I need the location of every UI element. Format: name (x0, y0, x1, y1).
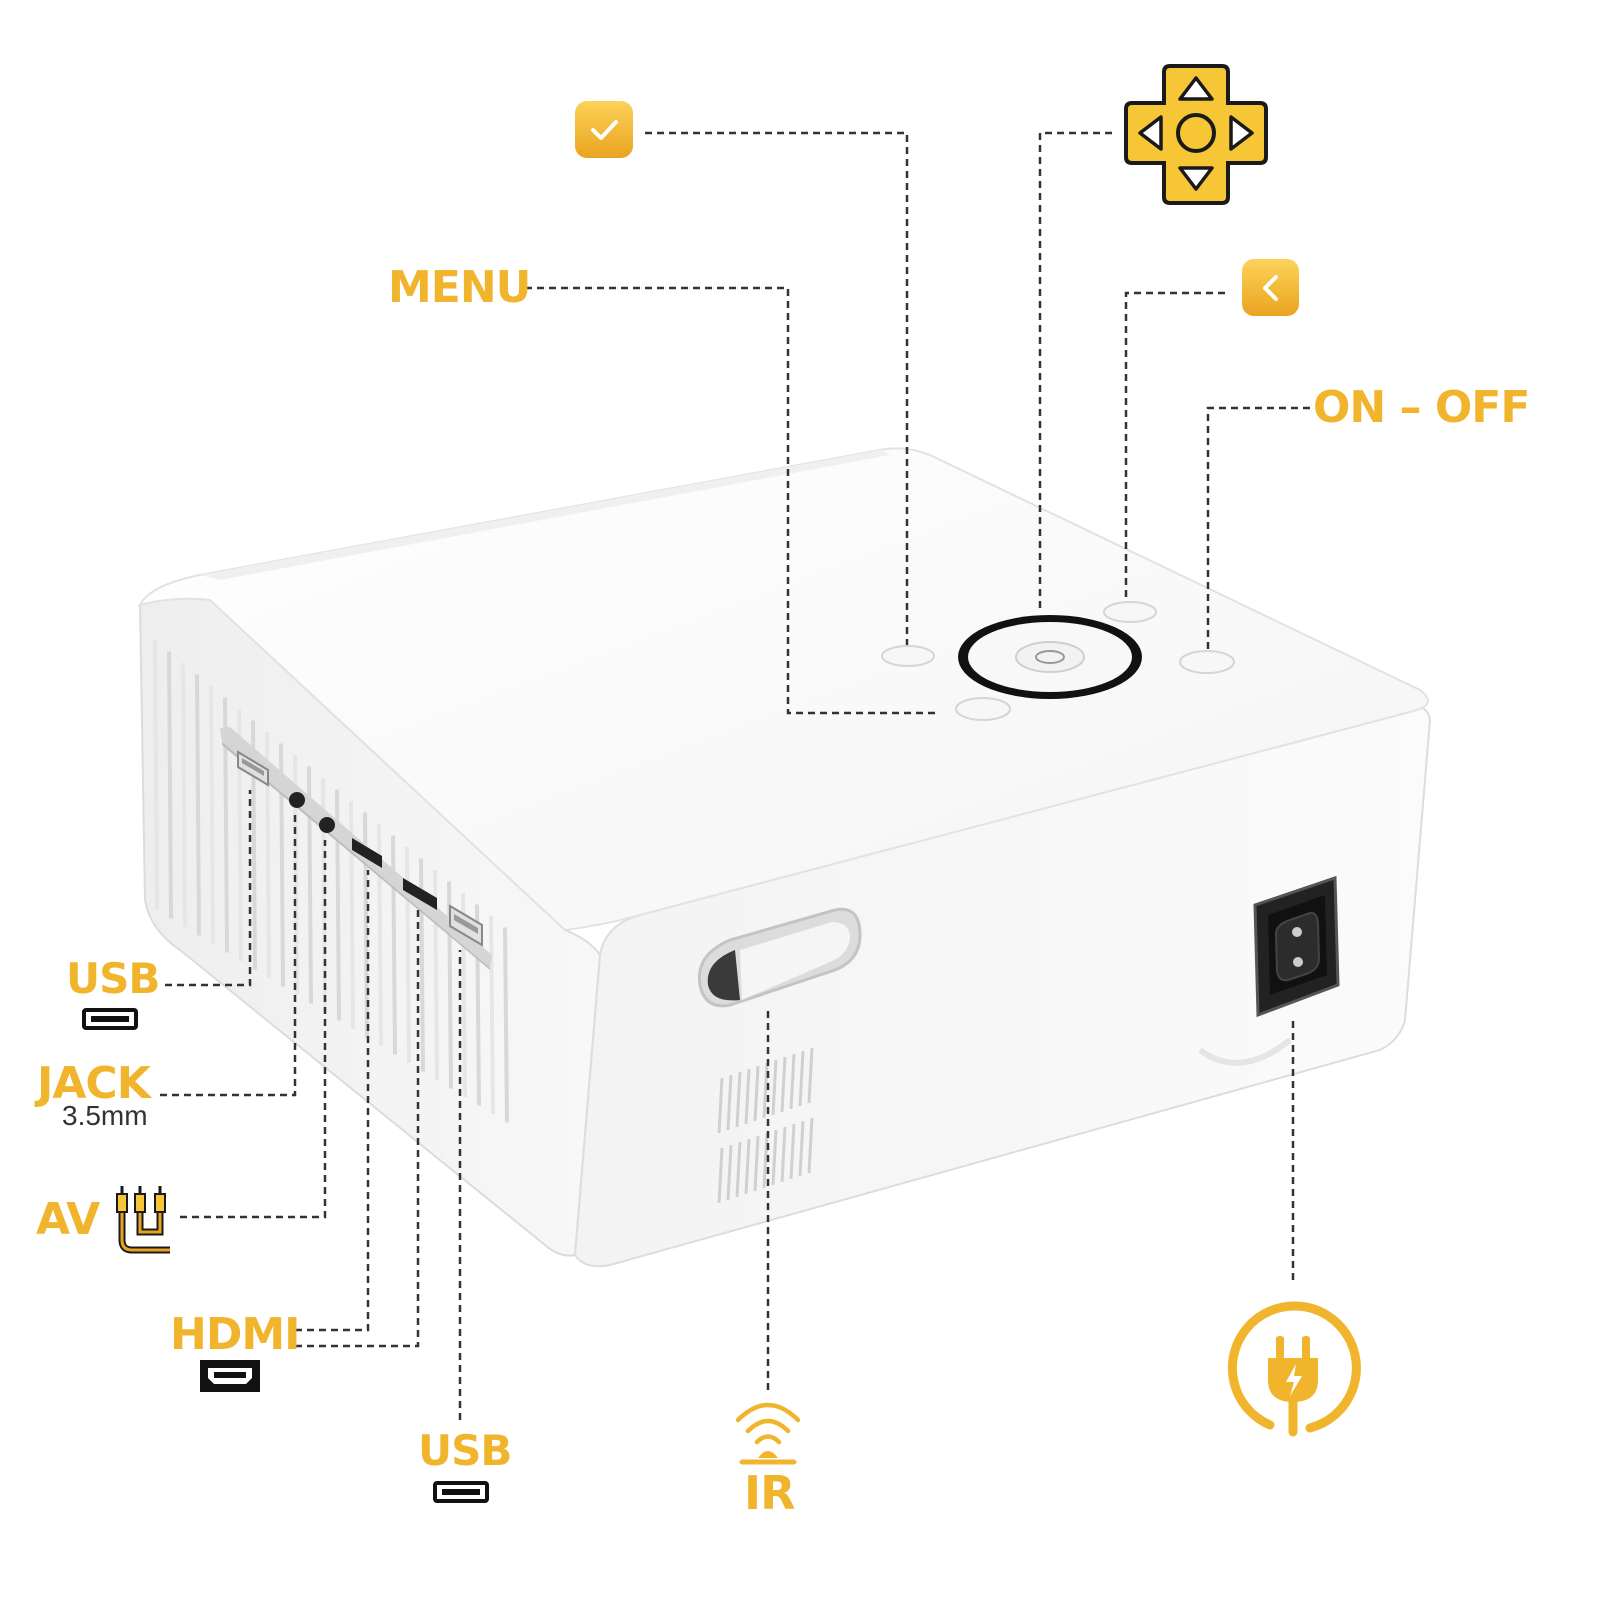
front-vent-slot (717, 1147, 724, 1204)
jack-sub-label: 3.5mm (62, 1100, 148, 1131)
jack-label: JACK (37, 1058, 151, 1109)
port-panel (220, 727, 492, 970)
front-vent-slot (744, 1068, 751, 1125)
vent-slot (209, 685, 215, 945)
vent-slot (195, 674, 201, 936)
power-button[interactable] (1179, 650, 1235, 674)
back-button[interactable] (1103, 601, 1157, 623)
usb-bottom-label: USB (418, 1426, 512, 1475)
av-label: AV (36, 1194, 100, 1245)
ok-button[interactable] (881, 645, 935, 667)
jack-port (289, 792, 305, 808)
front-vent-slot (744, 1138, 751, 1195)
front-vent-slot (735, 1141, 742, 1198)
front-vent-slot (753, 1135, 760, 1192)
usb-port-right (449, 904, 483, 947)
on-off-label: ON – OFF (1313, 382, 1530, 433)
front-vent-slot (726, 1144, 733, 1201)
front-vent-slot (717, 1077, 724, 1134)
front-vent-slot (789, 1053, 796, 1110)
front-vent-slot (780, 1126, 787, 1183)
front-vent-slot (798, 1050, 805, 1107)
chevron-left-icon (1242, 259, 1299, 316)
hdmi-port-icon (200, 1360, 260, 1392)
hdmi-port-1 (352, 838, 382, 868)
usb-left-label: USB (66, 954, 160, 1003)
front-vent-slot (780, 1056, 787, 1113)
direction-pad[interactable] (958, 615, 1142, 699)
vent-slot (391, 835, 397, 1055)
power-plug-icon (1227, 1301, 1361, 1437)
front-vent-slot (771, 1059, 778, 1116)
vent-slot (181, 662, 187, 928)
vent-slot (167, 651, 173, 919)
leader-lines (160, 131, 1310, 1420)
dpad-icon (1124, 64, 1268, 205)
usb-port-icon-bottom (433, 1481, 489, 1503)
usb-port-left (237, 750, 269, 787)
av-port (319, 817, 335, 833)
front-vent-slot (762, 1132, 769, 1189)
vent-slot (153, 639, 159, 911)
front-vent-slot (771, 1129, 778, 1186)
front-vent-slot (807, 1117, 814, 1174)
rca-cable-icon (116, 1186, 170, 1254)
front-vent-slot (753, 1065, 760, 1122)
power-socket (1253, 875, 1340, 1018)
vent-slot (503, 927, 509, 1123)
lens-window (697, 907, 862, 1008)
front-vent-slot (726, 1074, 733, 1131)
front-vent-slot (789, 1123, 796, 1180)
menu-button[interactable] (955, 697, 1011, 721)
vent-slot (405, 846, 411, 1064)
ir-label: IR (744, 1466, 796, 1520)
ir-signal-icon (735, 1402, 801, 1465)
vent-slot (489, 915, 495, 1115)
front-vent-slot (798, 1120, 805, 1177)
top-control-panel (881, 601, 1235, 721)
usb-port-icon (82, 1008, 138, 1030)
hdmi-port-2 (403, 878, 437, 910)
check-icon (575, 101, 633, 158)
front-vent-slot (807, 1047, 814, 1104)
front-vent-slot (762, 1062, 769, 1119)
front-vent-slot (735, 1071, 742, 1128)
front-vents (717, 1047, 814, 1204)
hdmi-label: HDMI (170, 1309, 301, 1360)
menu-label: MENU (388, 262, 531, 313)
